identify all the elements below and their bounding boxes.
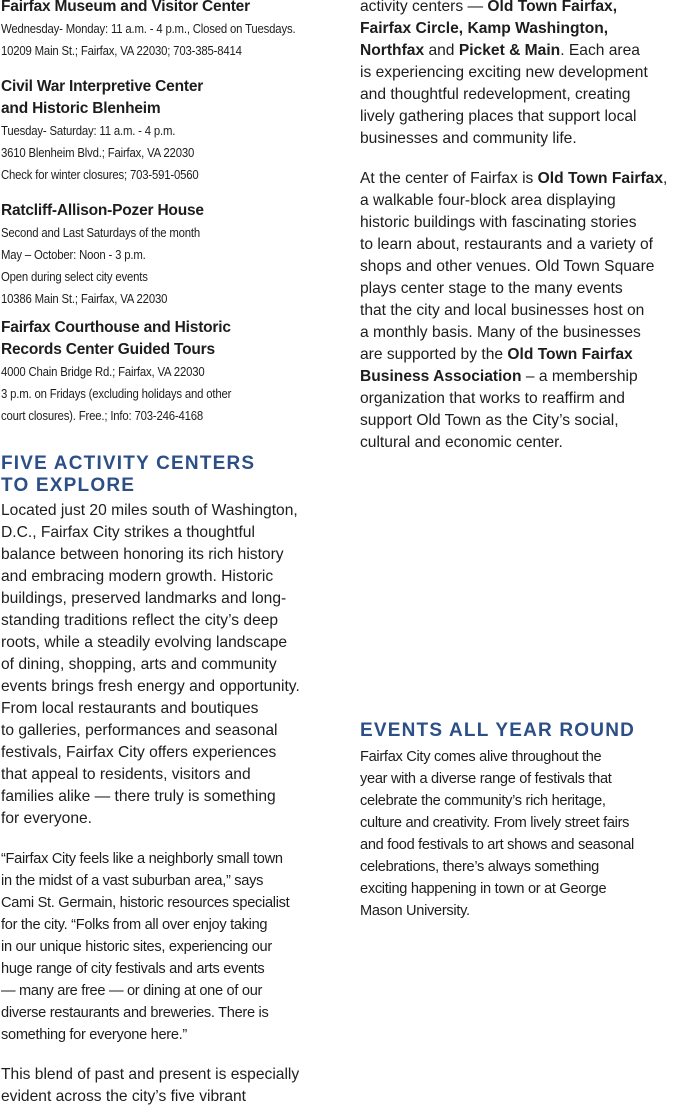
venue-detail: 10386 Main St.; Fairfax, VA 22030 — [1, 291, 168, 306]
center-picket-and-main: Picket & Main — [458, 42, 561, 59]
venue-detail: 4000 Chain Bridge Rd.; Fairfax, VA 22030 — [1, 364, 205, 379]
quote-paragraph: “Fairfax City feels like a neighborly sm… — [1, 851, 290, 1043]
intro-paragraph: Located just 20 miles south of Washingto… — [1, 502, 300, 827]
venue-name: Fairfax Courthouse and Historic Records … — [1, 319, 231, 358]
venue-detail: 10209 Main St.; Fairfax, VA 22030; 703-3… — [1, 43, 242, 58]
five-activity-centers-heading: FIVE ACTIVITY CENTERS TO EXPLORE — [1, 453, 256, 496]
venue-detail: 3610 Blenheim Blvd.; Fairfax, VA 22030 — [1, 145, 195, 160]
events-paragraph: Fairfax City comes alive throughout the … — [360, 749, 634, 919]
venue-detail: Second and Last Saturdays of the month — [1, 225, 201, 240]
venue-detail: court closures). Free.; Info: 703-246-41… — [1, 408, 204, 423]
venue-detail: Tuesday- Saturday: 11 a.m. - 4 p.m. — [1, 123, 176, 138]
venue-fairfax-museum: Fairfax Museum and Visitor Center Wednes… — [1, 0, 331, 62]
centers-fairfax-circle-kamp-washington: Fairfax Circle, Kamp Washington, — [360, 20, 609, 37]
venue-name: Ratcliff-Allison-Pozer House — [1, 202, 204, 219]
venue-detail: 3 p.m. on Fridays (excluding holidays an… — [1, 386, 232, 401]
activity-centers-paragraph: activity centers — Old Town Fairfax, Fai… — [360, 0, 648, 147]
old-town-paragraph: At the center of Fairfax is Old Town Fai… — [360, 170, 668, 451]
venue-detail: Wednesday- Monday: 11 a.m. - 4 p.m., Clo… — [1, 21, 296, 36]
venue-name: Civil War Interpretive Center and Histor… — [1, 78, 204, 117]
venue-courthouse-tours: Fairfax Courthouse and Historic Records … — [1, 317, 331, 427]
venue-ratcliff-house: Ratcliff-Allison-Pozer House Second and … — [1, 200, 331, 310]
center-old-town-fairfax: Old Town Fairfax, — [487, 0, 618, 15]
venue-detail: May – October: Noon - 3 p.m. — [1, 247, 146, 262]
venue-name: Fairfax Museum and Visitor Center — [1, 0, 250, 15]
venue-detail: Open during select city events — [1, 269, 148, 284]
venue-civil-war-center: Civil War Interpretive Center and Histor… — [1, 76, 331, 186]
center-northfax: Northfax — [360, 42, 425, 59]
venue-detail: Check for winter closures; 703-591-0560 — [1, 167, 199, 182]
blend-paragraph: This blend of past and present is especi… — [1, 1066, 300, 1105]
events-heading: EVENTS ALL YEAR ROUND — [360, 720, 636, 741]
